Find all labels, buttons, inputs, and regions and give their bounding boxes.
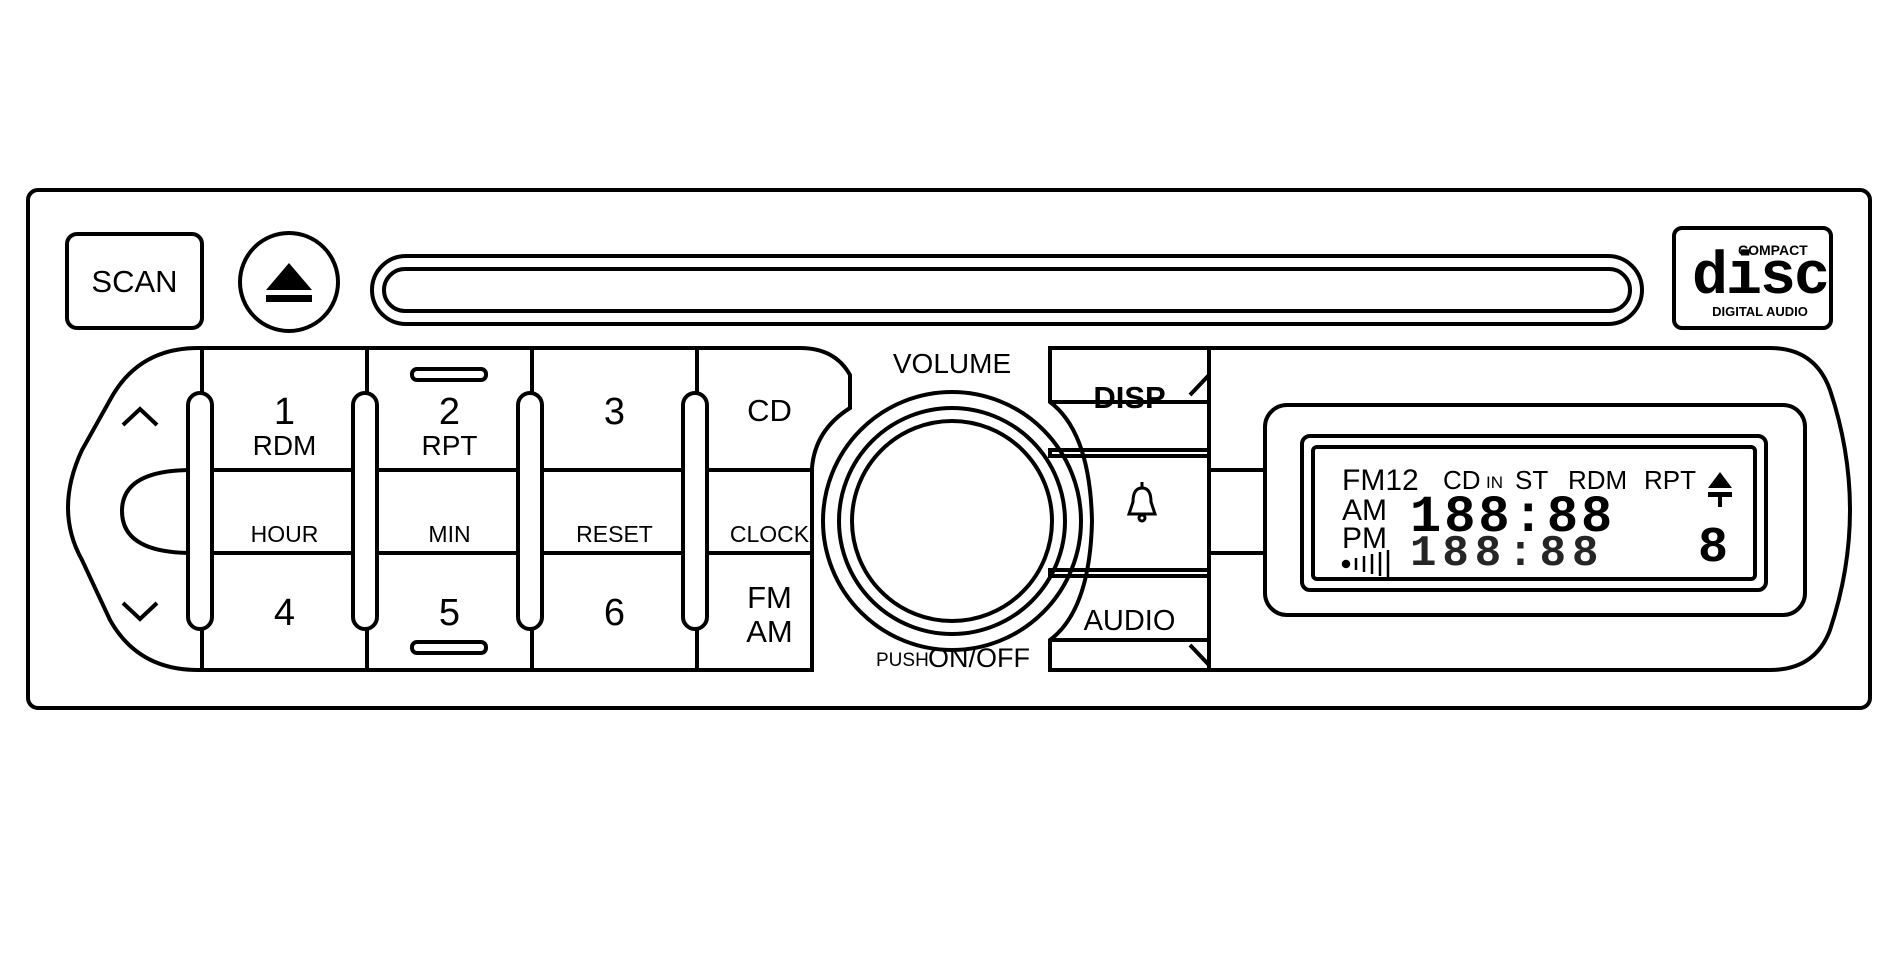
display-band-am: AM: [1342, 494, 1387, 527]
eject-icon: [266, 263, 312, 302]
scan-button-frame: [65, 232, 204, 330]
preset-panel-frame: [66, 346, 852, 672]
eject-button-frame: [238, 231, 340, 333]
display-segments-top: 188:88: [1410, 488, 1616, 547]
preset-panel-band: [119, 468, 812, 555]
cd-slot-outer: [370, 254, 1644, 326]
display-in-indicator: IN: [1486, 473, 1503, 492]
tactile-bar-2: [410, 367, 488, 382]
scan-button-label: SCAN: [91, 264, 178, 299]
display-band-pm: PM: [1342, 522, 1387, 555]
rocker-pills: [186, 391, 709, 631]
volume-knob-inner: [850, 419, 1054, 623]
faceplate-frame: [26, 188, 1872, 710]
preset-5-number: 5: [438, 592, 461, 634]
volume-knob[interactable]: [823, 392, 1081, 650]
preset-1-number: 1: [273, 391, 296, 433]
preset-3-number: 3: [603, 391, 626, 433]
display-window-outer: [1300, 434, 1768, 592]
display-band-fm: FM12: [1342, 464, 1419, 497]
preset-4-number: 4: [273, 592, 296, 634]
cd-slot-inner: [382, 267, 1632, 313]
volume-knob-mid: [837, 406, 1067, 636]
cd-logo-compact: COMPACT: [1738, 242, 1808, 258]
bell-icon: [1126, 482, 1158, 523]
preset-3-mid: RESET: [576, 521, 653, 547]
fm-label: FM: [747, 580, 792, 615]
display-window-inner: [1311, 445, 1757, 581]
display-st-indicator: ST: [1515, 465, 1549, 495]
cd-logo-disc: disc: [1692, 244, 1830, 312]
right-panel-frame: [1048, 346, 1853, 672]
cd-logo-frame: [1672, 226, 1833, 330]
eject-button[interactable]: [240, 233, 338, 331]
chevron-down-icon: [121, 601, 159, 622]
display-bezel: [1263, 403, 1807, 617]
preset-2-sub: RPT: [421, 430, 478, 461]
disp-button-label: DISP: [1093, 380, 1166, 415]
preset-6-number: 6: [603, 592, 626, 634]
display-rpt-indicator: RPT: [1644, 465, 1696, 495]
volume-knob-outer: [821, 390, 1083, 652]
volume-label: VOLUME: [892, 348, 1012, 379]
tune-down-button[interactable]: [100, 575, 180, 645]
chevron-up-icon: [121, 406, 159, 427]
preset-1-sub: RDM: [252, 430, 317, 461]
display-digit: 8: [1698, 520, 1729, 577]
clock-label: CLOCK: [729, 521, 810, 547]
signal-strength-icon: [1341, 550, 1390, 578]
tune-up-button[interactable]: [100, 385, 180, 455]
seek-tone-button[interactable]: [1052, 458, 1207, 568]
preset-2-number: 2: [438, 391, 461, 433]
cd-logo-digital-audio: DIGITAL AUDIO: [1712, 304, 1808, 319]
preset-1-mid: HOUR: [250, 521, 319, 547]
tactile-bar-5: [410, 640, 488, 655]
cd-slot[interactable]: [372, 256, 1642, 324]
push-label: PUSH: [876, 650, 929, 671]
display-rdm-indicator: RDM: [1568, 465, 1628, 495]
disp-audio-column: [1048, 348, 1211, 670]
display-eject-icon: [1708, 472, 1732, 507]
preset-2-mid: MIN: [428, 521, 471, 547]
am-label: AM: [746, 614, 793, 649]
display-segments-bottom: 188:88: [1410, 529, 1605, 579]
on-off-label: ON/OFF: [928, 643, 1030, 673]
right-panel-band: [1209, 468, 1265, 555]
cd-button-label: CD: [747, 393, 792, 428]
display-cd-indicator: CD: [1443, 465, 1481, 495]
audio-button-label: AUDIO: [1083, 605, 1176, 637]
